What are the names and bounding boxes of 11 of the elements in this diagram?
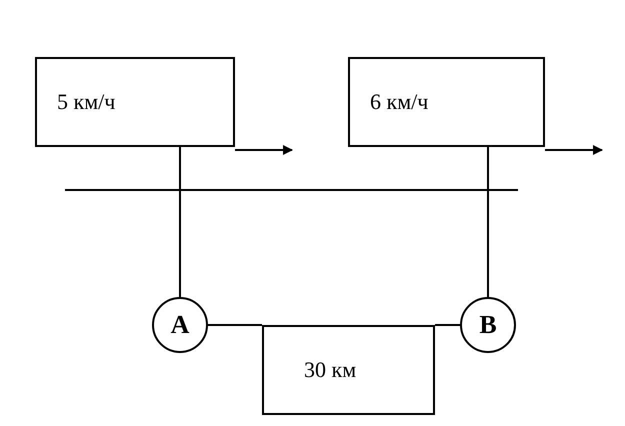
- text-box: 5 км/ч: [35, 57, 235, 147]
- connector-line: [435, 324, 460, 326]
- text-box: 30 км: [262, 325, 435, 415]
- connector-line: [179, 147, 181, 297]
- text-box: 6 км/ч: [348, 57, 545, 147]
- connector-line: [487, 147, 489, 297]
- point-circle: A: [152, 297, 208, 353]
- connector-line: [208, 324, 262, 326]
- arrow: [235, 145, 293, 155]
- point-circle: B: [460, 297, 516, 353]
- arrow: [545, 145, 603, 155]
